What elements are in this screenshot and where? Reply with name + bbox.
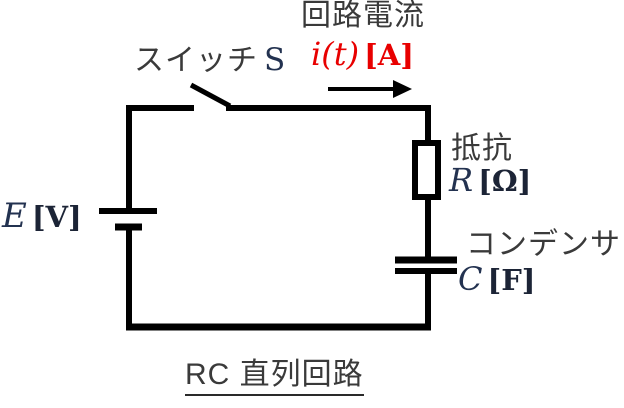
current-direction-arrow-icon xyxy=(328,80,412,98)
resistor-body xyxy=(412,140,441,200)
voltage-source-label: E[V] xyxy=(2,196,82,236)
resistor-symbol-label: R[Ω] xyxy=(449,161,532,199)
capacitor-name-label: コンデンサ xyxy=(466,228,621,261)
capacitor-symbol-label: C[F] xyxy=(458,260,536,298)
current-symbol-label: i(t)[A] xyxy=(311,35,415,73)
switch-symbol: S xyxy=(264,42,287,78)
circuit-current-title: 回路電流 xyxy=(301,0,425,32)
switch-lever xyxy=(189,82,232,109)
resistor-name-label: 抵抗 xyxy=(451,132,513,165)
diagram-caption: RC 直列回路 xyxy=(185,359,364,396)
